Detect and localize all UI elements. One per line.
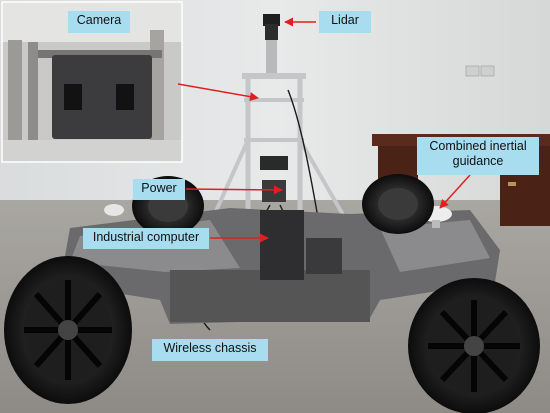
arrow-combined-inertial: [439, 174, 471, 209]
arrow-camera: [177, 83, 259, 102]
combined-inertial-label-line1: Combined inertial: [429, 139, 527, 153]
combined-inertial-label-line2: guidance: [452, 154, 504, 168]
camera-label: Camera: [68, 11, 130, 33]
lidar-label: Lidar: [319, 11, 371, 33]
lidar-sensor: [263, 14, 280, 74]
arrow-power: [185, 185, 283, 195]
annotation-arrows: [177, 17, 471, 243]
combined-inertial-guidance-label: Combined inertial guidance: [417, 137, 539, 175]
camera-inset-photo: [1, 1, 183, 163]
power-label: Power: [133, 179, 185, 200]
wireless-chassis-label: Wireless chassis: [152, 339, 268, 361]
front-wheels: [4, 256, 540, 413]
industrial-computer-label: Industrial computer: [83, 228, 209, 249]
